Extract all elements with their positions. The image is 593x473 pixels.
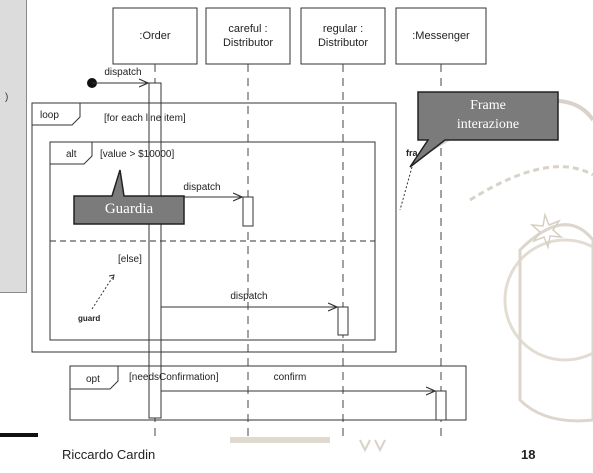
frame-opt-operator: opt: [86, 374, 100, 385]
footer-accent-bar: [0, 433, 38, 437]
lifeline-careful-label-1: careful :: [228, 23, 267, 35]
frame-alt-else-guard: [else]: [118, 254, 142, 265]
frame-alt-operator: alt: [66, 149, 77, 160]
callout-frame-line2: interazione: [418, 115, 558, 134]
frame-opt-guard: [needsConfirmation]: [129, 372, 219, 383]
frame-alt-guard: [value > $10000]: [100, 149, 174, 160]
activation-regular: [338, 307, 348, 335]
frame-loop-guard: [for each line item]: [104, 113, 186, 124]
message-dispatch-regular-label: dispatch: [230, 291, 267, 302]
activation-careful: [243, 197, 253, 226]
lifeline-order-label: :Order: [139, 30, 171, 42]
message-dispatch-careful-label: dispatch: [183, 182, 220, 193]
page-number: 18: [521, 447, 535, 462]
annotation-guard: guard: [78, 314, 100, 323]
lifeline-messenger-label: :Messenger: [412, 30, 470, 42]
callout-frame-line1: Frame: [418, 96, 558, 115]
lifeline-head-careful: [206, 8, 290, 64]
lifeline-careful-label-2: Distributor: [223, 37, 273, 49]
footer-author: Riccardo Cardin: [62, 447, 155, 462]
guard-pointer-head: [109, 275, 114, 280]
callout-frame: Frame interazione: [418, 96, 558, 134]
message-dispatch-found-label: dispatch: [104, 67, 141, 78]
lifeline-head-regular: [301, 8, 385, 64]
guard-pointer: [92, 275, 114, 309]
frame-pointer: [400, 167, 412, 210]
lifeline-regular-label-1: regular :: [323, 23, 363, 35]
activation-order: [149, 83, 161, 418]
lifeline-regular-label-2: Distributor: [318, 37, 368, 49]
frame-loop-operator: loop: [40, 110, 59, 121]
callout-guardia: Guardia: [74, 201, 184, 218]
callout-guardia-label: Guardia: [105, 201, 153, 217]
message-confirm-label: confirm: [274, 372, 307, 383]
activation-messenger: [436, 391, 446, 420]
